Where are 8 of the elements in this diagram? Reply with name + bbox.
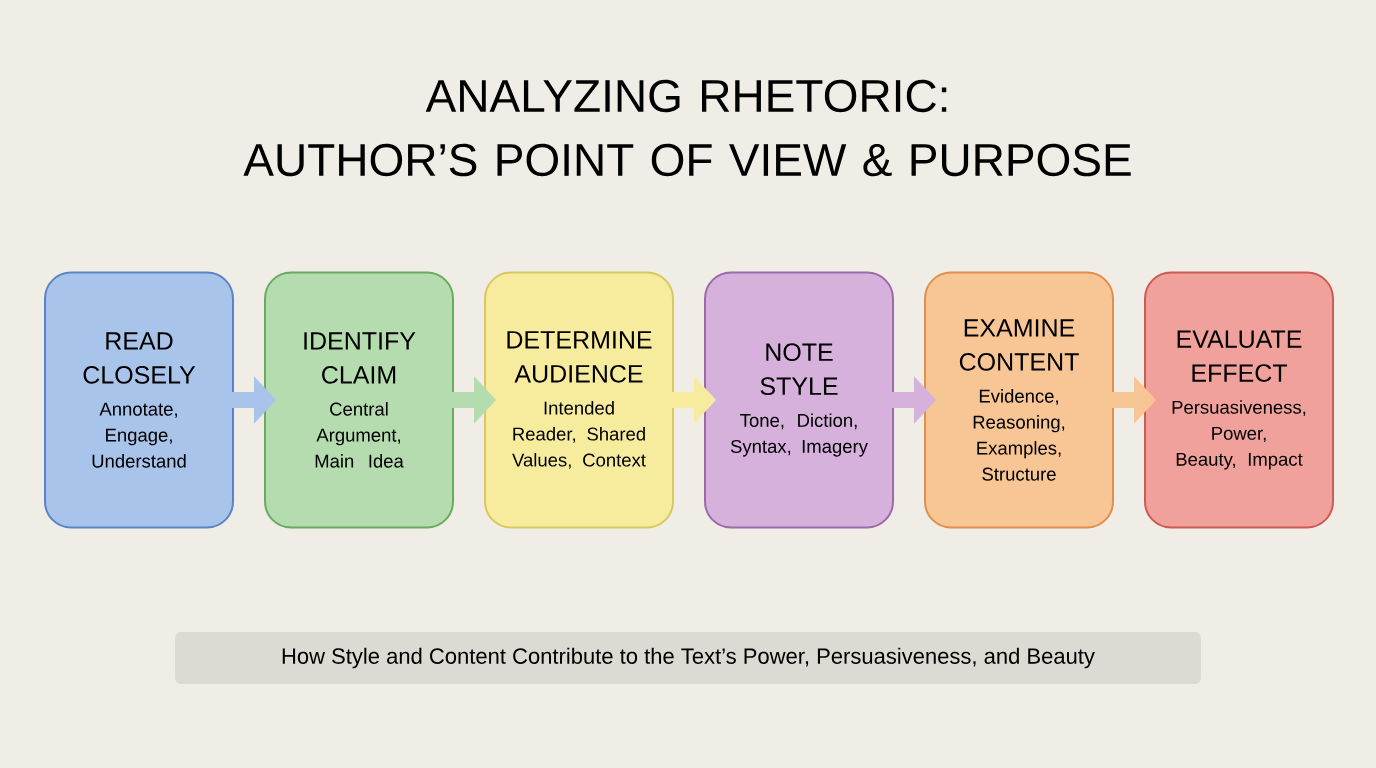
step-box: READ CLOSELY Annotate, Engage, Understand — [44, 271, 234, 529]
step-box: EVALUATE EFFECT Persuasiveness, Power, Beauty, Impact — [1144, 271, 1334, 529]
title: ANALYZING RHETORIC: AUTHOR’S POINT OF VIEW & PURPOSE — [243, 79, 1131, 177]
step-box: NOTE STYLE Tone, Diction, Syntax, Imagery — [704, 271, 894, 529]
caption-band: How Style and Content Contribute to the Text’s Power, Persuasiveness, and Beauty — [175, 632, 1201, 684]
step-box: IDENTIFY CLAIM Central Argument, Main Idea — [264, 271, 454, 529]
step-box: EXAMINE CONTENT Evidence, Reasoning, Examples, Structure — [924, 271, 1114, 529]
step-box: DETERMINE AUDIENCE Intended Reader, Shared Values, Context — [484, 271, 674, 529]
